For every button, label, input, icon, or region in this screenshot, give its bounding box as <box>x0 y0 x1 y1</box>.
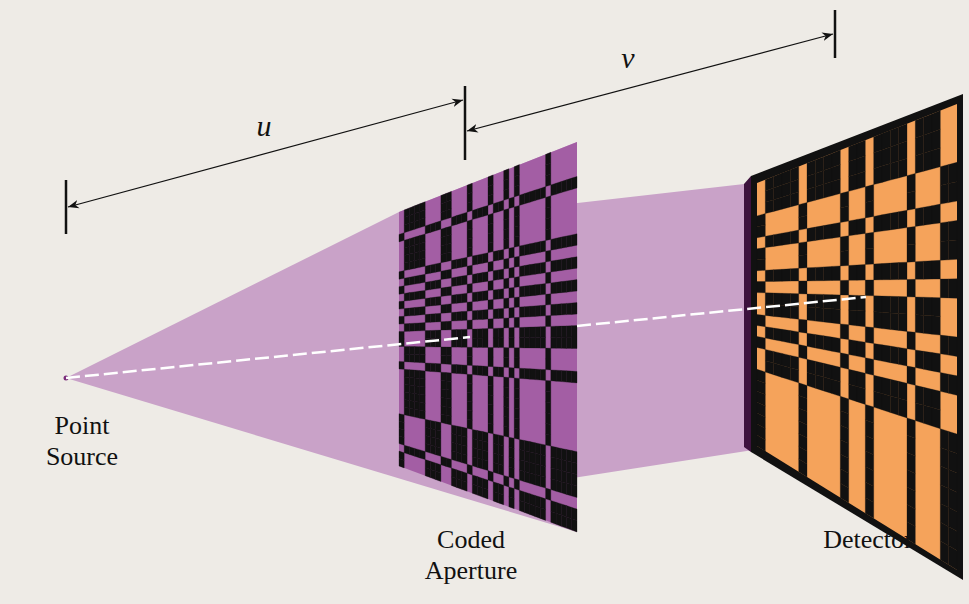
detector-pattern-panel <box>757 104 957 570</box>
dimension-tick <box>65 180 68 234</box>
detector-frame <box>751 94 963 580</box>
optical-axis <box>66 337 470 378</box>
part-label: Point Source <box>32 410 132 472</box>
dimension-arrow <box>467 34 833 131</box>
dimension-tick <box>834 10 837 58</box>
dimension-tick <box>464 86 467 160</box>
optical-axis <box>577 297 866 326</box>
projected-beam <box>560 183 753 480</box>
detector-pattern-panel-pattern <box>757 111 957 570</box>
light-cone <box>66 142 577 532</box>
dimension-symbol: u <box>257 108 272 144</box>
dimension-symbol: v <box>621 40 634 76</box>
detector-side <box>744 176 751 452</box>
part-label: Coded Aperture <box>411 524 531 586</box>
part-label: Detector <box>823 524 913 555</box>
coded-aperture-mask <box>399 142 577 532</box>
dimension-arrow <box>68 100 463 207</box>
